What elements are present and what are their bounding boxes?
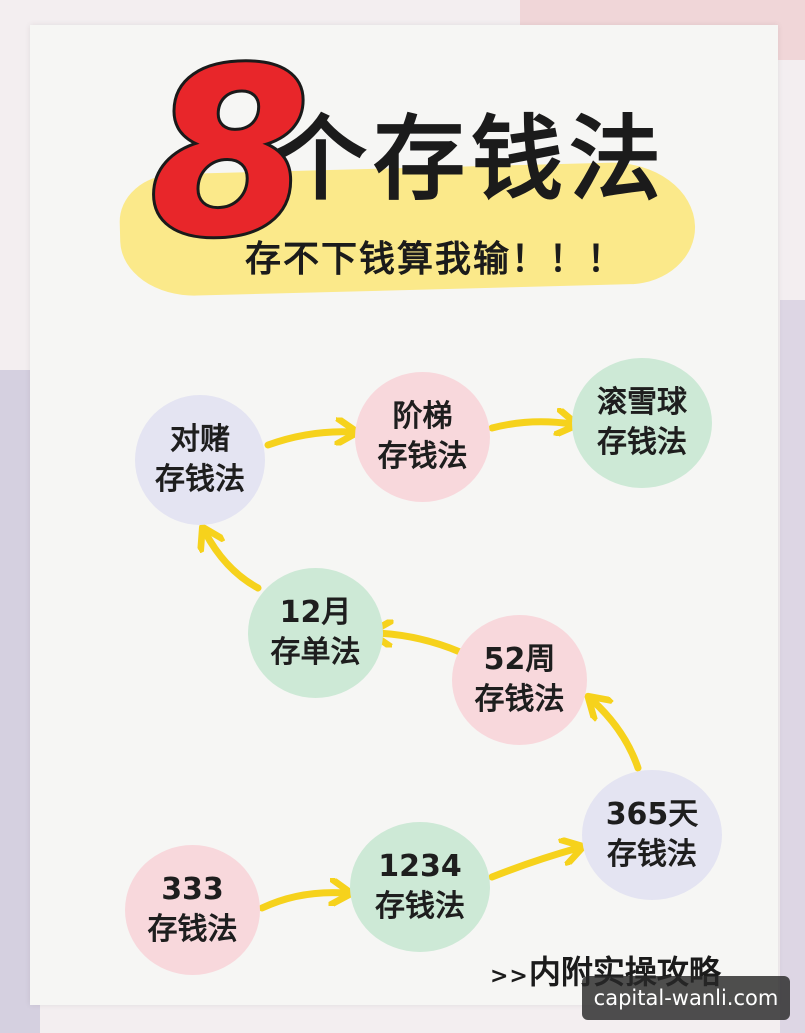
node-12yue-line2: 存单法 (270, 635, 361, 670)
node-365tian: 365天 存钱法 (582, 770, 722, 900)
node-duidu: 对赌 存钱法 (135, 395, 265, 525)
node-333-line2: 存钱法 (147, 912, 238, 947)
node-1234: 1234 存钱法 (350, 822, 490, 952)
node-gunxueqiu: 滚雪球 存钱法 (572, 358, 712, 488)
footer-chevrons: >> (490, 964, 529, 989)
watermark: capital-wanli.com (582, 976, 790, 1020)
node-gunxueqiu-line2: 存钱法 (597, 425, 687, 460)
node-12yue: 12月 存单法 (248, 568, 383, 698)
node-jieti-line1: 阶梯 (392, 399, 453, 434)
node-1234-line2: 存钱法 (375, 889, 465, 924)
node-jieti: 阶梯 存钱法 (355, 372, 490, 502)
node-52zhou-line2: 存钱法 (474, 682, 565, 717)
node-333: 333 存钱法 (125, 845, 260, 975)
node-365tian-line1: 365天 (605, 797, 699, 832)
node-1234-line1: 1234 (378, 849, 462, 884)
node-gunxueqiu-line1: 滚雪球 (597, 385, 687, 420)
node-333-line1: 333 (161, 872, 224, 907)
background-strip-right (780, 300, 805, 1033)
title-number: 8 (147, 21, 313, 288)
node-365tian-line2: 存钱法 (607, 837, 697, 872)
page-title: 个存钱法 (275, 106, 668, 213)
node-duidu-line1: 对赌 (170, 422, 230, 457)
node-jieti-line2: 存钱法 (377, 439, 468, 474)
node-52zhou-line1: 52周 (483, 642, 556, 677)
node-52zhou: 52周 存钱法 (452, 615, 587, 745)
page-subtitle: 存不下钱算我输！！！ (245, 239, 626, 280)
node-duidu-line2: 存钱法 (155, 462, 245, 497)
node-12yue-line1: 12月 (279, 595, 352, 630)
